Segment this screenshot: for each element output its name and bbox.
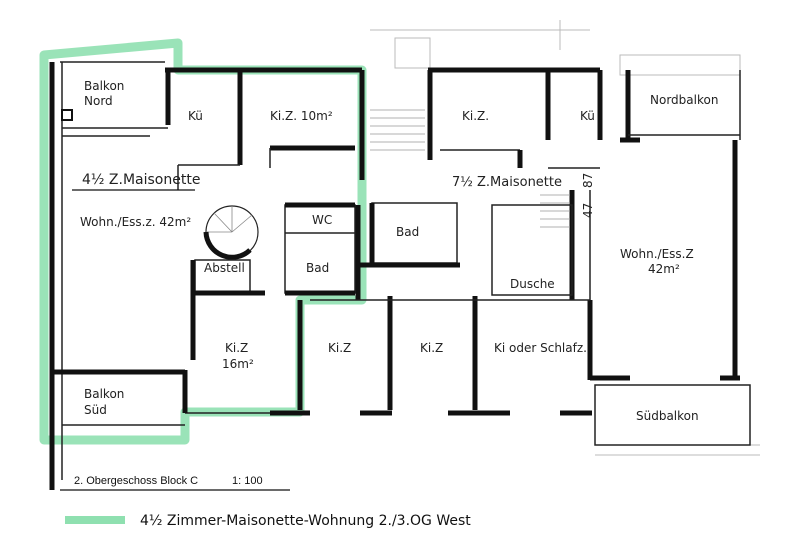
label-suedbalkon: Südbalkon [636,409,699,423]
label-bad-left: Bad [306,261,329,275]
label-wohn-ess-right-2: 42m² [648,262,680,276]
label-kiz-a: Ki.Z [328,341,351,355]
label-balkon-nord-2: Nord [84,94,113,108]
label-wohn-ess-right-1: Wohn./Ess.Z [620,247,694,261]
label-kueche-left: Kü [188,109,203,123]
floor-title: 2. Obergeschoss Block C [74,475,198,487]
label-maisonette-75: 7½ Z.Maisonette [452,175,562,190]
label-balkon-nord-1: Balkon [84,79,124,93]
legend-caption: 4½ Zimmer-Maisonette-Wohnung 2./3.OG Wes… [140,513,471,529]
label-wohn-ess-left: Wohn./Ess.z. 42m² [80,215,191,229]
label-maisonette-45: 4½ Z.Maisonette [82,172,200,188]
label-dim-87: 87 [581,173,595,188]
legend: 4½ Zimmer-Maisonette-Wohnung 2./3.OG Wes… [65,513,471,529]
label-ki-schlaf: Ki oder Schlafz. [494,341,587,355]
label-kizi-16-2: 16m² [222,357,254,371]
label-balkon-sued-1: Balkon [84,387,124,401]
room-labels: Balkon Nord Kü Ki.Z. 10m² 4½ Z.Maisonett… [72,79,718,423]
label-kueche-right: Kü [580,109,595,123]
legend-swatch [65,516,125,524]
label-nordbalkon: Nordbalkon [650,93,718,107]
label-dusche: Dusche [510,277,555,291]
label-kizi-16-1: Ki.Z [225,341,248,355]
label-bad-center: Bad [396,225,419,239]
label-dim-47: 47 [581,203,595,218]
label-kizi-10: Ki.Z. 10m² [270,109,333,123]
walls [49,61,751,490]
label-abstell: Abstell [204,261,245,275]
title-block: 2. Obergeschoss Block C 1: 100 [60,475,290,491]
label-kizi-top: Ki.Z. [462,109,489,123]
label-wc: WC [312,213,332,227]
label-balkon-sued-2: Süd [84,403,107,417]
scale-label: 1: 100 [232,475,263,487]
label-kiz-b: Ki.Z [420,341,443,355]
